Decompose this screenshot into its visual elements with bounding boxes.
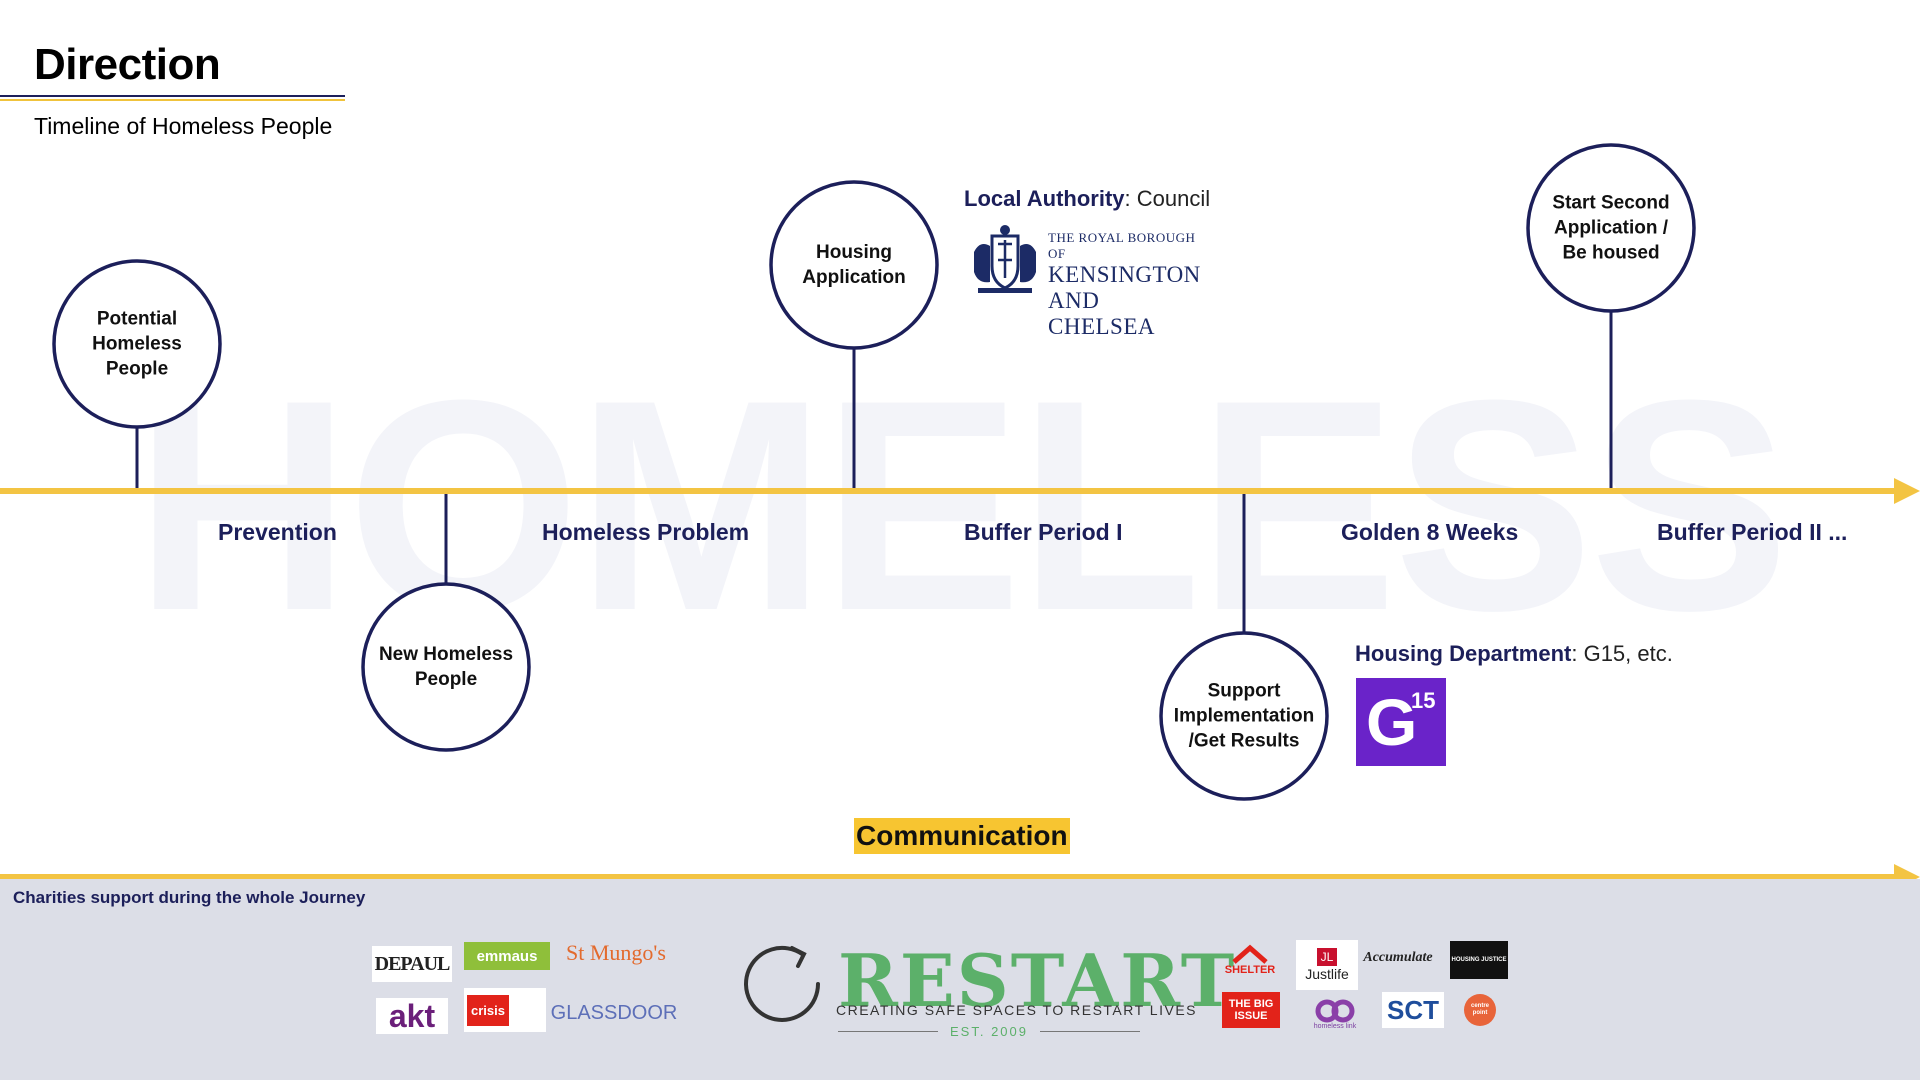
- title-underline-accent: [0, 99, 345, 101]
- milestone-housing-application: Housing Application: [802, 242, 906, 288]
- housing-department-value: : G15, etc.: [1571, 641, 1673, 666]
- depaul-logo: DEPAUL: [372, 946, 452, 982]
- milestone-new-homeless: New Homeless People: [378, 644, 514, 690]
- local-authority-label: Local Authority: [964, 186, 1125, 211]
- milestone-circle-housing: [769, 180, 939, 350]
- rbkc-wordmark: THE ROYAL BOROUGH OF KENSINGTON AND CHEL…: [1048, 230, 1201, 339]
- milestone-potential-homeless: Potential Homeless People: [92, 308, 182, 380]
- glassdoor-logo: GLASSDOOR: [550, 1001, 678, 1024]
- title-underline: [0, 95, 345, 97]
- local-authority-annotation: Local Authority: Council: [964, 186, 1210, 212]
- centrepoint-logo: centre point: [1464, 994, 1496, 1026]
- milestone-circle-support: [1159, 631, 1329, 801]
- infinity-icon: [1315, 999, 1355, 1022]
- restart-logo-wordmark: RESTART: [838, 938, 1237, 1023]
- phase-homeless-problem: Homeless Problem: [542, 519, 750, 545]
- phase-buffer-period-1: Buffer Period I: [964, 519, 1123, 545]
- rbkc-logo: THE ROYAL BOROUGH OF KENSINGTON AND CHEL…: [970, 222, 1210, 339]
- milestone-support-implementation: Support Implementation /Get Results: [1173, 680, 1315, 752]
- charities-panel: [0, 879, 1920, 1080]
- st-mungos-logo: St Mungo's: [566, 940, 666, 965]
- coat-of-arms-icon: [974, 225, 1036, 293]
- housing-justice-logo: HOUSING JUSTICE: [1450, 941, 1508, 979]
- timeline-arrowhead: [1894, 478, 1920, 504]
- accumulate-logo: Accumulate: [1363, 950, 1433, 965]
- sct-logo: SCT: [1382, 992, 1444, 1028]
- page-subtitle: Timeline of Homeless People: [34, 113, 333, 139]
- communication-label: Communication: [854, 818, 1070, 854]
- shelter-logo: SHELTER: [1224, 940, 1276, 980]
- phase-golden-8-weeks: Golden 8 Weeks: [1341, 519, 1519, 545]
- g15-logo: G 15: [1356, 678, 1446, 766]
- restart-rule-left: [838, 1031, 938, 1032]
- house-roof-icon: [1232, 944, 1268, 964]
- akt-logo: akt: [376, 998, 448, 1034]
- restart-circle-arrow-icon: [744, 945, 820, 1022]
- restart-logo-tagline: CREATING SAFE SPACES TO RESTART LIVES: [836, 1002, 1197, 1018]
- emmaus-logo: emmaus: [464, 942, 550, 970]
- milestone-circle-new: [361, 582, 531, 752]
- justlife-logo: JL Justlife: [1296, 940, 1358, 990]
- homeless-link-logo: homeless link: [1310, 994, 1360, 1034]
- milestone-circle-second: [1526, 143, 1696, 313]
- restart-rule-right: [1040, 1031, 1140, 1032]
- milestone-circle-potential: [52, 259, 222, 429]
- restart-logo-est: EST. 2009: [950, 1024, 1028, 1039]
- local-authority-value: : Council: [1124, 186, 1211, 211]
- page-title: Direction: [34, 40, 221, 89]
- phase-prevention: Prevention: [218, 519, 337, 545]
- crisis-logo: crisis: [464, 988, 546, 1032]
- housing-department-label: Housing Department: [1355, 641, 1572, 666]
- phase-buffer-period-2: Buffer Period II ...: [1657, 519, 1848, 545]
- milestone-second-application: Start Second Application / Be housed: [1552, 192, 1670, 264]
- charities-title: Charities support during the whole Journ…: [13, 888, 366, 907]
- big-issue-logo: THE BIG ISSUE: [1222, 992, 1280, 1028]
- housing-department-annotation: Housing Department: G15, etc.: [1355, 641, 1673, 667]
